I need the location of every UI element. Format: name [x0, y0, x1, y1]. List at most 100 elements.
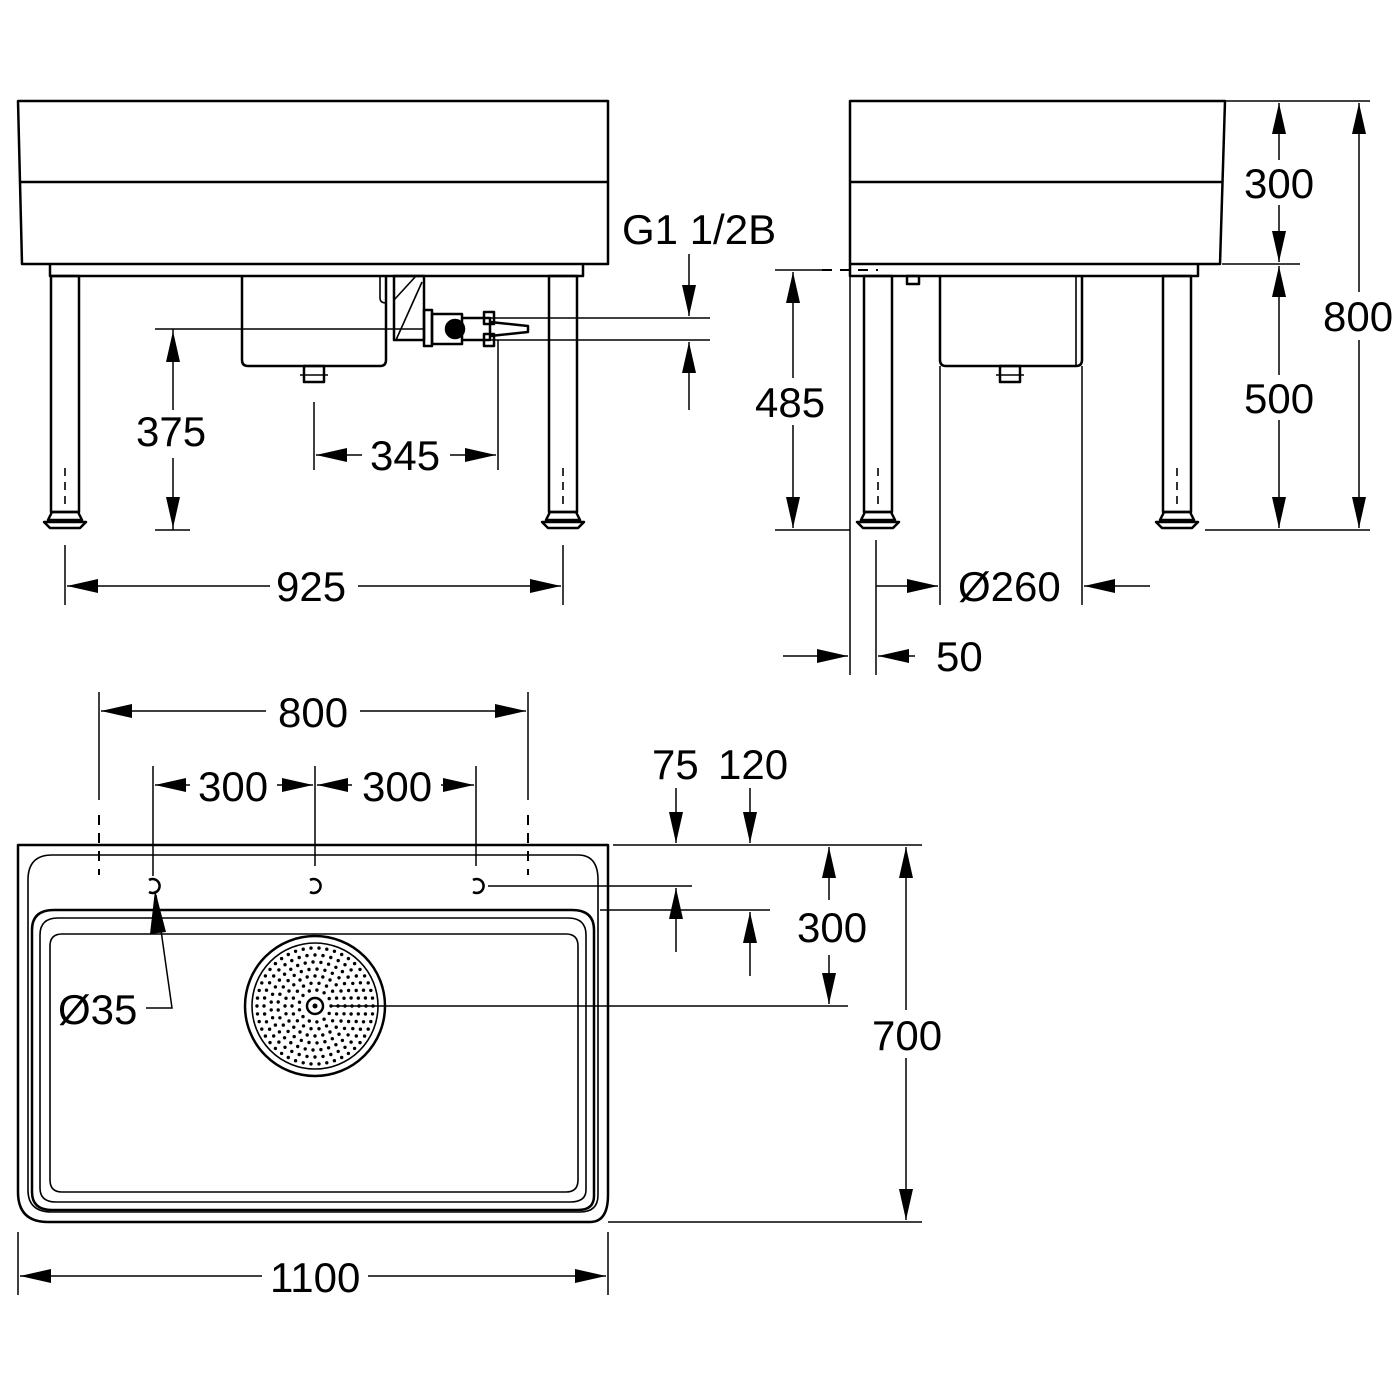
strainer-hole [255, 996, 260, 1000]
strainer-hole [356, 996, 360, 1000]
strainer-hole [309, 946, 313, 950]
strainer-hole [334, 996, 339, 1000]
top-offset-b-label: 120 [718, 741, 788, 788]
top-outline [16, 843, 610, 1224]
strainer-hole [309, 981, 313, 985]
strainer-hole [332, 1059, 337, 1063]
front-dimensions [64, 254, 710, 605]
strainer-hole [263, 1034, 268, 1038]
strainer-hole [257, 988, 261, 993]
side-bowl-height-label: 300 [1244, 160, 1314, 207]
strainer-hole [277, 1030, 282, 1034]
strainer-hole [328, 978, 332, 982]
strainer-hole [293, 1059, 298, 1063]
strainer-hole [358, 1040, 362, 1045]
strainer-hole [301, 1024, 306, 1028]
strainer-hole [361, 988, 366, 992]
strainer-hole [298, 1030, 302, 1034]
strainer-hole [273, 1023, 278, 1027]
strainer-hole [267, 981, 272, 985]
strainer-hole [307, 1019, 311, 1023]
strainer-hole [262, 1004, 266, 1008]
strainer-hole [313, 953, 317, 957]
strainer-hole [343, 963, 347, 967]
strainer-hole [264, 1020, 269, 1024]
strainer-hole [277, 968, 281, 972]
strainer-hole [330, 1019, 335, 1023]
strainer-hole [255, 1004, 259, 1008]
side-right-leg [1154, 274, 1200, 530]
strainer-hole [330, 989, 335, 993]
top-hole-diameter-label: Ø35 [58, 986, 137, 1033]
strainer-hole [283, 1045, 287, 1050]
strainer-hole [315, 967, 319, 971]
strainer-hole [325, 1061, 329, 1065]
strainer-hole [334, 1043, 338, 1047]
strainer-hole [330, 971, 334, 975]
tap-holes [148, 877, 485, 895]
strainer-hole [340, 969, 345, 974]
front-height-outlet-label: 375 [136, 408, 206, 455]
strainer-hole [264, 988, 269, 992]
top-width-label: 1100 [270, 1254, 360, 1301]
strainer-hole [351, 1026, 355, 1031]
strainer-hole [307, 1040, 311, 1045]
front-right-leg [540, 274, 586, 530]
strainer-hole [269, 1000, 273, 1004]
strainer-hole [366, 1027, 370, 1031]
side-dimensions [775, 100, 1370, 675]
side-bowl [822, 99, 1227, 278]
strainer-hole [352, 961, 357, 966]
strainer-hole [279, 1051, 284, 1056]
strainer-hole [346, 1019, 351, 1024]
strainer-hole [334, 983, 338, 987]
strainer-hole [363, 1012, 368, 1016]
strainer-hole [307, 989, 311, 993]
side-left-leg [855, 274, 901, 530]
strainer-hole [305, 1054, 309, 1059]
strainer-hole [340, 952, 344, 957]
strainer-hole [290, 1004, 294, 1008]
strainer-hole [268, 967, 272, 972]
strainer-hole [354, 974, 358, 978]
strainer-hole [369, 988, 373, 993]
front-valve [392, 274, 530, 348]
thread-label: G1 1/2B [622, 206, 776, 253]
top-hole-spacing-right-label: 300 [362, 763, 432, 810]
strainer-hole [317, 981, 321, 985]
strainer-hole [311, 960, 315, 964]
strainer-hole [301, 1014, 305, 1019]
strainer-hole [329, 955, 333, 960]
strainer-hole [326, 962, 331, 966]
strainer-hole [354, 988, 358, 993]
strainer-hole [356, 1012, 360, 1016]
strainer-hole [263, 974, 268, 978]
strainer-hole [358, 967, 362, 972]
strainer-hole [260, 1027, 264, 1031]
strainer-hole [362, 1034, 367, 1038]
strainer-hole [346, 988, 351, 993]
strainer-hole [340, 1055, 344, 1060]
strainer-hole [342, 981, 347, 986]
strainer-hole [305, 975, 309, 979]
strainer-hole [282, 1036, 287, 1040]
strainer-hole [334, 965, 338, 969]
strainer-hole [354, 1019, 358, 1024]
strainer-hole [297, 1052, 301, 1057]
strainer-hole [351, 981, 355, 986]
side-leg-height-label: 500 [1244, 375, 1314, 422]
strainer-hole [301, 1061, 305, 1065]
strainer-hole [270, 992, 275, 996]
strainer-hole [309, 1062, 313, 1066]
strainer-hole [321, 953, 325, 958]
strainer-hole [303, 961, 307, 965]
strainer-hole [370, 996, 375, 1000]
front-view: G1 1/2B 375 345 925 [16, 99, 776, 610]
side-basket-diameter-label: Ø260 [958, 563, 1061, 610]
strainer-hole [289, 1041, 293, 1045]
strainer-hole [322, 1017, 326, 1021]
strainer-hole [315, 988, 319, 992]
strainer-hole [334, 1012, 339, 1016]
strainer-hole [283, 963, 287, 967]
